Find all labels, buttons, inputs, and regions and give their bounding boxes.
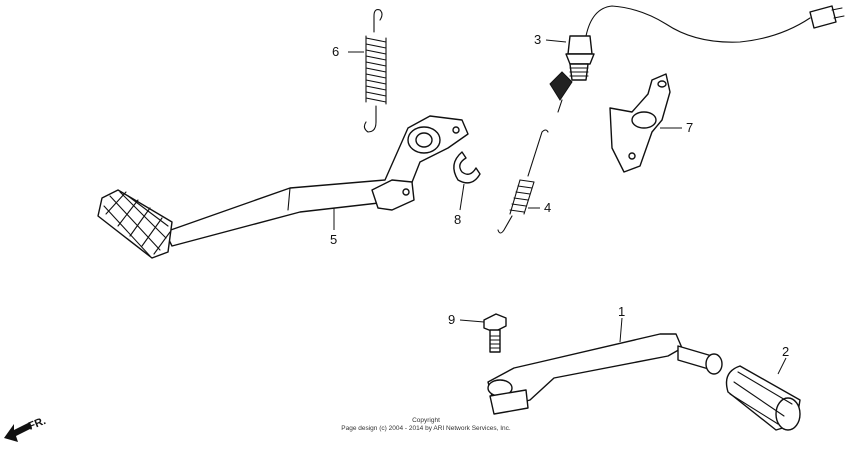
pedal-return-spring[interactable] [363, 9, 387, 133]
switch-bracket[interactable] [609, 73, 671, 173]
callout-1: 1 [618, 304, 625, 319]
callout-3: 3 [534, 32, 541, 47]
copyright-title: Copyright [412, 417, 440, 424]
callout-2: 2 [782, 344, 789, 359]
snap-ring[interactable] [453, 151, 481, 184]
callout-leaders [333, 39, 787, 375]
change-pedal-arm[interactable] [487, 333, 723, 415]
brake-light-switch[interactable] [549, 5, 845, 113]
callout-7: 7 [686, 120, 693, 135]
brake-pedal[interactable] [164, 115, 469, 247]
callout-6: 6 [332, 44, 339, 59]
callout-4: 4 [544, 200, 551, 215]
callout-9: 9 [448, 312, 455, 327]
change-pedal-rubber[interactable] [725, 365, 801, 431]
callout-5: 5 [330, 232, 337, 247]
brake-pedal-rubber[interactable] [97, 189, 173, 259]
front-marker-label: FR. [27, 415, 48, 433]
copyright-text: Page design (c) 2004 - 2014 by ARI Netwo… [341, 425, 511, 432]
flange-bolt[interactable] [483, 313, 507, 353]
callout-8: 8 [454, 212, 461, 227]
stop-switch-spring[interactable] [497, 129, 549, 234]
front-direction-arrow: FR. [4, 415, 48, 442]
